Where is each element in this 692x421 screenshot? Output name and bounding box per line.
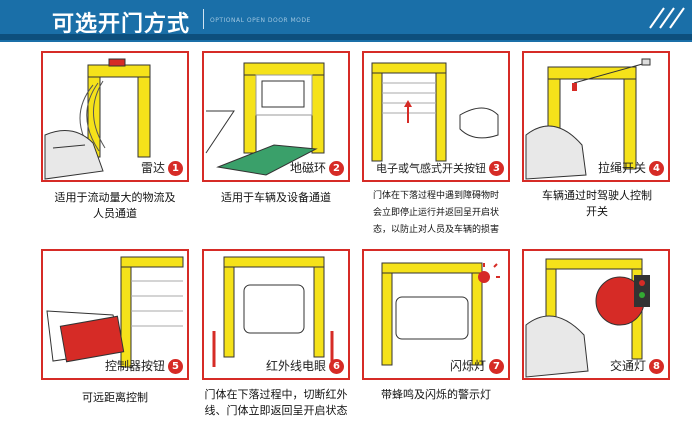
panel-description: 可远距离控制: [82, 391, 148, 404]
panel-pull-rope: 拉绳开关 4: [522, 51, 670, 182]
header-stripe: [0, 34, 692, 40]
traffic-light-icon: [525, 258, 650, 378]
panel-number-badge: 2: [329, 161, 344, 176]
panel-number-badge: 7: [489, 359, 504, 374]
panel-label: 雷达: [140, 161, 165, 175]
flash-light-icon: [381, 262, 500, 366]
panel-label: 地磁环: [289, 161, 326, 175]
panel-description: 车辆通过时驾驶人控制 开关: [542, 189, 652, 218]
page-subtitle: OPTIONAL OPEN DOOR MODE: [210, 17, 311, 24]
panel-description: 带蜂鸣及闪烁的警示灯: [381, 388, 491, 401]
panel-description: 适用于车辆及设备通道: [221, 191, 331, 204]
panel-label: 交通灯: [609, 359, 646, 373]
panel-label: 闪烁灯: [449, 359, 486, 373]
panel-label: 拉绳开关: [597, 161, 646, 175]
infrared-eye-icon: [212, 256, 334, 367]
radar-icon: [44, 58, 151, 180]
panel-number-badge: 3: [489, 161, 504, 176]
decor-slash-icon: [649, 7, 685, 29]
header-divider: [203, 9, 204, 29]
header-bar: 可选开门方式 OPTIONAL OPEN DOOR MODE: [0, 0, 692, 42]
remote-control-icon: [46, 256, 184, 368]
page-title: 可选开门方式: [52, 12, 191, 37]
panel-infrared-eye: 红外线电眼 6: [202, 249, 350, 380]
panel-number-badge: 8: [649, 359, 664, 374]
panel-label: 电子或气感式开关按钮: [376, 162, 486, 175]
panel-hand-sensor: 电子或气感式开关按钮 3: [362, 51, 510, 182]
panel-label: 红外线电眼: [265, 359, 326, 373]
panel-number-badge: 1: [168, 161, 183, 176]
panel-description: 适用于流动量大的物流及 人员通道: [54, 191, 176, 220]
magnetic-loop-icon: [205, 62, 325, 176]
pull-rope-icon: [525, 58, 651, 180]
panel-magnetic-loop: 地磁环 2: [202, 51, 350, 182]
panel-description: 门体在下落过程中遇到障碍物时 会立即停止运行并返回呈开启状 态，以防止对人员及车…: [372, 191, 499, 235]
panel-traffic-light: 交通灯 8: [522, 249, 670, 380]
panel-radar: 雷达 1: [41, 51, 189, 182]
panel-label: 控制器按钮: [104, 359, 165, 373]
hand-sensor-icon: [371, 62, 499, 162]
panel-number-badge: 6: [329, 359, 344, 374]
panel-number-badge: 5: [168, 359, 183, 374]
panel-flash-light: 闪烁灯 7: [362, 249, 510, 380]
panel-description: 门体在下落过程中，切断红外 线、门体立即返回呈开启状态: [204, 388, 348, 417]
panel-remote-control: 控制器按钮 5: [41, 249, 189, 380]
panel-number-badge: 4: [649, 161, 664, 176]
